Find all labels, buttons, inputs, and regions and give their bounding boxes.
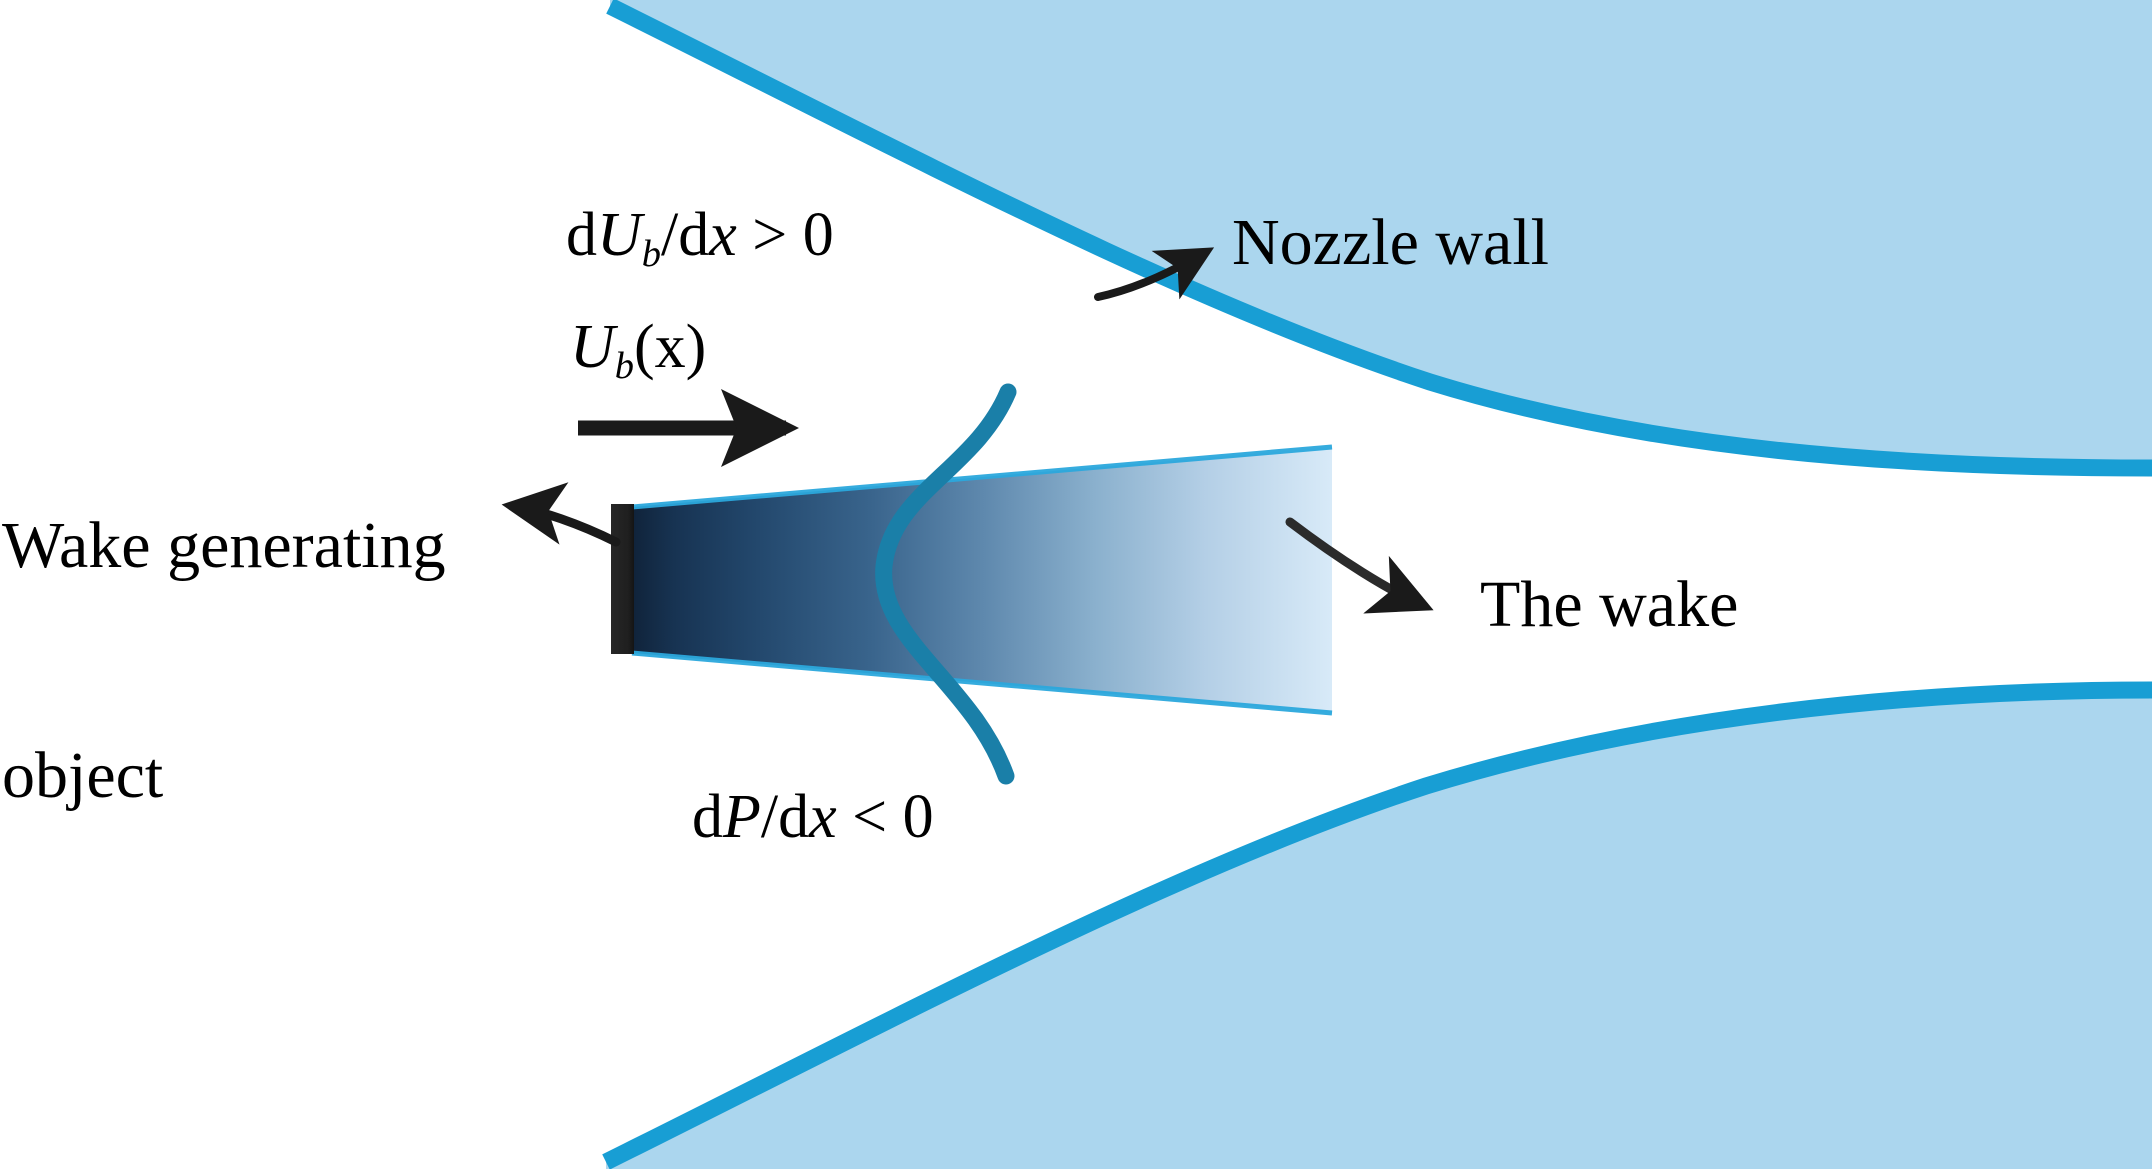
velocity-gradient-subscript: b bbox=[641, 232, 661, 275]
pressure-gradient-label: dP/dx < 0 bbox=[692, 783, 934, 851]
bulk-velocity-argument: (x) bbox=[634, 313, 707, 381]
velocity-gradient-lead: dU bbox=[566, 201, 642, 269]
wake-region-bottom-edge bbox=[631, 650, 1333, 716]
nozzle-wall-leader-arrow bbox=[1094, 247, 1215, 301]
nozzle-lower-wall-fill bbox=[606, 690, 2152, 1169]
velocity-gradient-label: dUb/dx > 0 bbox=[566, 200, 834, 276]
bulk-velocity-symbol: U bbox=[570, 313, 615, 381]
velocity-gradient-tail: /dx > 0 bbox=[661, 201, 834, 269]
velocity-deficit-profile-curve bbox=[875, 383, 1017, 785]
wake-object-leader-arrow bbox=[501, 482, 621, 547]
wake-generating-object-bar bbox=[611, 504, 634, 654]
nozzle-lower-wall bbox=[602, 681, 2152, 1169]
the-wake-label: The wake bbox=[1480, 568, 1739, 641]
bulk-velocity-label: Ub(x) bbox=[570, 312, 706, 388]
nozzle-upper-wall-edge bbox=[606, 0, 2152, 477]
nozzle-wall-label: Nozzle wall bbox=[1232, 206, 1550, 279]
wake-generating-object-label: Wake generating object bbox=[2, 355, 472, 967]
bulk-velocity-subscript: b bbox=[614, 344, 634, 387]
nozzle-upper-wall bbox=[606, 0, 2152, 477]
wake-generating-object-label-line1: Wake generating bbox=[2, 509, 446, 583]
nozzle-upper-wall-fill bbox=[610, 0, 2152, 468]
wake-region-fill bbox=[632, 447, 1332, 713]
the-wake-leader-arrow bbox=[1285, 517, 1434, 614]
wake-generating-object-label-line2: object bbox=[2, 738, 164, 812]
wake-region-top-edge bbox=[631, 444, 1333, 510]
nozzle-lower-wall-edge bbox=[602, 681, 2152, 1169]
wake-region bbox=[631, 444, 1333, 716]
